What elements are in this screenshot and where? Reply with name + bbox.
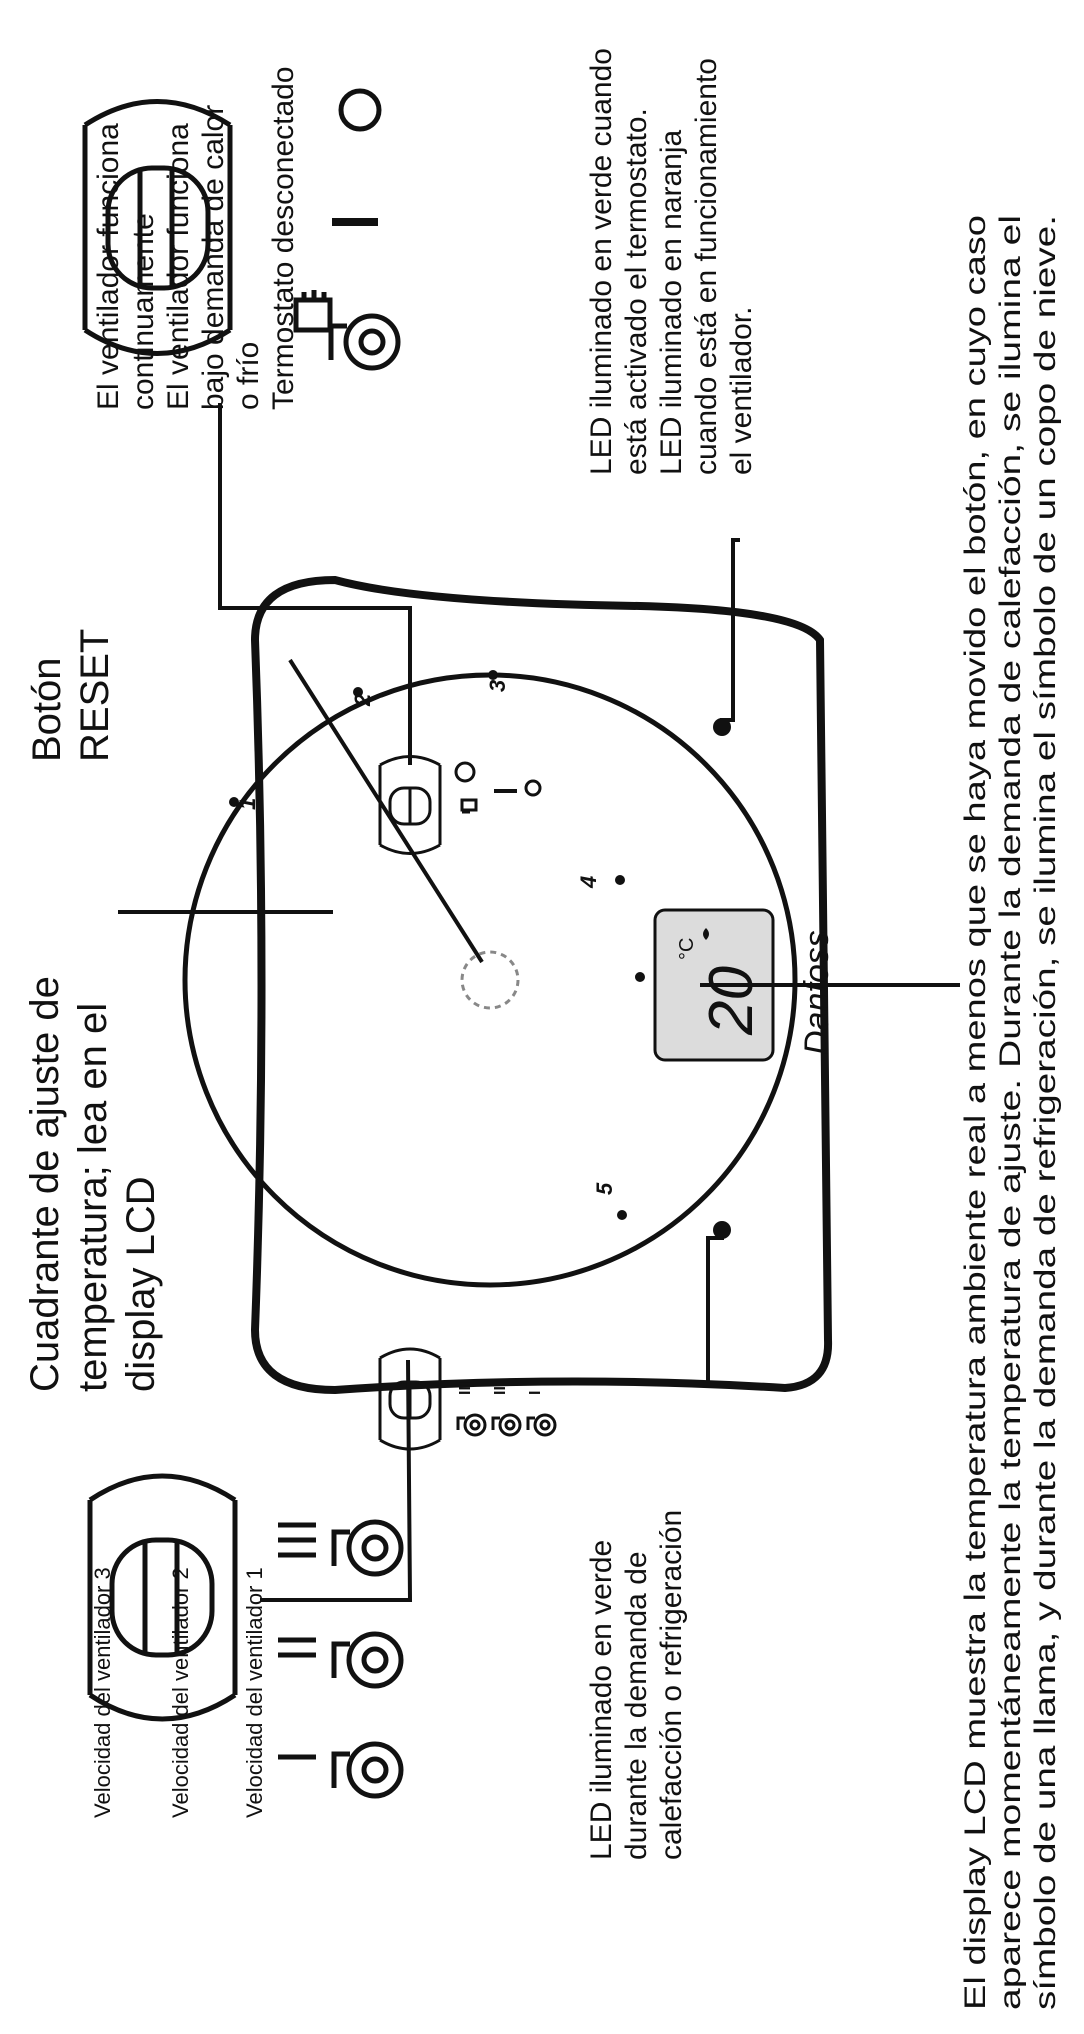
label-led-top-line-1: LED iluminado en verde <box>585 1540 618 1860</box>
small-fan-icon-2: II <box>491 1386 522 1437</box>
label-led-bottom-line-1: LED iluminado en verde cuando <box>585 48 618 475</box>
label-fan-speed-2: Velocidad del ventilador 2 <box>168 1567 193 1818</box>
dial-marker-1: 1 <box>229 797 260 810</box>
off-icon <box>338 88 382 132</box>
small-off-icon <box>524 779 542 797</box>
speed-mark-2 <box>278 1637 316 1658</box>
label-led-top: LED iluminado en verde durante la demand… <box>585 1510 688 1860</box>
small-fan-icon <box>454 761 476 783</box>
label-led-bottom-line-3: LED iluminado en naranja <box>655 129 688 475</box>
brand-logo: Danfoss <box>798 930 836 1055</box>
small-speed-mark-2: II <box>492 1386 509 1395</box>
label-led-bottom-line-4: cuando está en funcionamiento <box>690 58 723 475</box>
label-led-bottom: LED iluminado en verde cuando está activ… <box>585 48 758 475</box>
leader-reset <box>288 658 484 964</box>
label-lcd-note-line-2: aparece momentáneamente la temperatura d… <box>994 215 1027 2010</box>
fan-speed-3-icon <box>278 1519 404 1577</box>
label-lcd-note: El display LCD muestra la temperatura am… <box>959 215 1062 2010</box>
fan-speed-2-icon <box>278 1631 404 1689</box>
label-dial-line-1: Cuadrante de ajuste de <box>23 976 67 1392</box>
label-led-top-line-3: calefacción o refrigeración <box>655 1510 688 1860</box>
label-lcd-note-line-3: símbolo de una llama, y durante la deman… <box>1029 215 1062 2010</box>
label-reset-line-1: Botón <box>25 657 69 762</box>
leader-fan-speed <box>260 1359 413 1602</box>
dial-number-1: 1 <box>235 798 260 810</box>
label-mode-line-5: o frío <box>232 342 265 410</box>
dial-marker-2: 2 <box>350 687 375 707</box>
label-mode-line-2: continuamente <box>127 213 160 410</box>
fan-continuous-icon <box>328 313 401 371</box>
small-speed-mark-1: I <box>527 1391 544 1395</box>
label-led-top-line-2: durante la demanda de <box>620 1551 653 1860</box>
small-fan-icon-1: I <box>526 1391 557 1437</box>
reset-button[interactable] <box>460 950 520 1010</box>
speed-mark-3 <box>278 1522 316 1558</box>
fan-speed-1-icon <box>278 1741 404 1799</box>
label-mode-line-6: Termostato desconectado <box>267 66 300 410</box>
label-mode-line-3: El ventilador funciona <box>162 123 195 410</box>
lcd-temperature: 20 <box>697 966 766 1036</box>
dial-marker-5: 5 <box>592 1182 627 1220</box>
label-led-bottom-line-2: está activado el termostato. <box>620 108 653 475</box>
leader-led-bottom <box>720 538 740 727</box>
large-mode-icons <box>293 88 401 371</box>
thermostat-housing <box>250 575 833 1395</box>
label-led-bottom-line-5: el ventilador. <box>725 307 758 475</box>
label-mode: El ventilador funciona continuamente El … <box>92 66 300 410</box>
small-speed-mark-3: III <box>457 1382 474 1395</box>
dial-number-4: 4 <box>576 876 601 889</box>
lcd-marker-dot <box>635 972 645 982</box>
dial-number-3: 3 <box>485 680 510 692</box>
small-fan-icons: III II I <box>456 1382 557 1437</box>
label-lcd-note-line-1: El display LCD muestra la temperatura am… <box>959 215 992 2010</box>
label-dial-line-2: temperatura; lea en el <box>71 1003 115 1392</box>
label-dial-line-3: display LCD <box>119 1176 163 1392</box>
label-fan-speed-1: Velocidad del ventilador 1 <box>242 1567 267 1818</box>
label-dial: Cuadrante de ajuste de temperatura; lea … <box>23 976 163 1392</box>
label-mode-line-4: bajo demanda de calor <box>197 105 230 410</box>
small-mode-icons <box>454 761 542 814</box>
small-fan-icon-3: III <box>456 1382 487 1437</box>
label-fan-speed-3: Velocidad del ventilador 3 <box>90 1567 115 1818</box>
small-hand-icon <box>460 798 478 814</box>
small-mode-switch[interactable] <box>378 755 442 855</box>
large-mode-switch[interactable] <box>82 99 233 356</box>
dial-marker-4: 4 <box>576 875 625 889</box>
lcd-unit: °C <box>676 938 698 960</box>
label-reset-line-2: RESET <box>73 629 117 762</box>
label-reset: Botón RESET <box>25 629 117 762</box>
dial-marker-3: 3 <box>485 670 510 692</box>
dial-number-5: 5 <box>592 1182 617 1195</box>
hand-icon <box>293 290 333 333</box>
large-fan-speed-switch[interactable] <box>87 1473 238 1722</box>
dial-number-2: 2 <box>350 693 375 707</box>
large-fan-icons <box>278 1519 404 1799</box>
leader-mode <box>218 403 412 765</box>
leader-led-top <box>706 1230 724 1388</box>
label-mode-line-1: El ventilador funciona <box>92 123 125 410</box>
flame-icon <box>703 928 709 940</box>
